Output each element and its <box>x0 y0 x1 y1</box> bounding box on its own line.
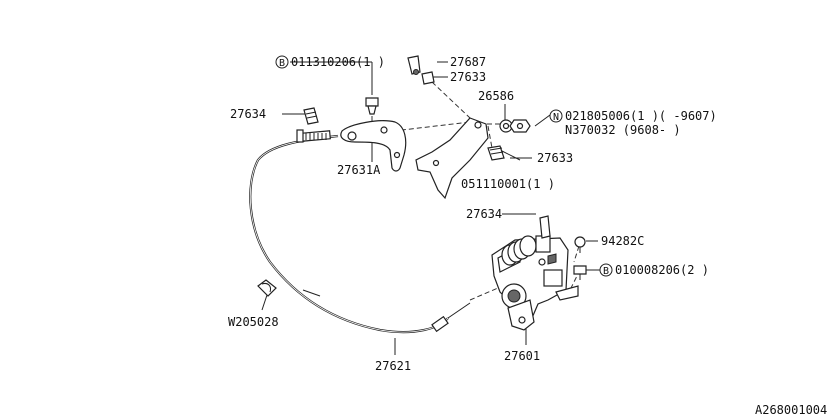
clamp-w205028 <box>257 279 277 297</box>
marker-letter: B <box>279 58 285 69</box>
label-w205028: W205028 <box>228 315 279 329</box>
label-011310206: 011310206(1 ) <box>291 55 385 69</box>
fork-fasteners <box>365 55 531 161</box>
label-n370032: N370032 (9608- ) <box>565 123 681 137</box>
lever-bracket-27631a <box>340 120 407 172</box>
label-27634-right: 27634 <box>466 207 502 221</box>
marker-letter: N <box>553 112 559 123</box>
leader-lines <box>261 61 600 355</box>
label-27633-mid: 27633 <box>537 151 573 165</box>
label-27631a: 27631A <box>337 163 381 177</box>
clutch-cable <box>249 129 471 334</box>
label-010008206: 010008206(2 ) <box>615 263 709 277</box>
catalog-code: A268001004 <box>755 403 827 417</box>
label-27621: 27621 <box>375 359 411 373</box>
label-27687: 27687 <box>450 55 486 69</box>
label-94282c: 94282C <box>601 234 644 248</box>
release-fork-26586 <box>415 117 489 200</box>
label-27601: 27601 <box>504 349 540 363</box>
clip-27634-left <box>303 107 319 125</box>
cylinder-fasteners <box>573 236 587 280</box>
marker-letter: B <box>603 266 609 277</box>
label-27634-left: 27634 <box>230 107 266 121</box>
label-27633-top: 27633 <box>450 70 486 84</box>
label-26586: 26586 <box>478 89 514 103</box>
nut-marker-021805006: N <box>549 109 563 123</box>
label-051110001: 051110001(1 ) <box>461 177 555 191</box>
bolt-marker-011310206: B <box>275 55 289 69</box>
label-021805006: 021805006(1 )( -9607) <box>565 109 717 123</box>
bolt-marker-010008206: B <box>599 263 613 277</box>
cylinder-assembly-27601 <box>491 215 579 331</box>
